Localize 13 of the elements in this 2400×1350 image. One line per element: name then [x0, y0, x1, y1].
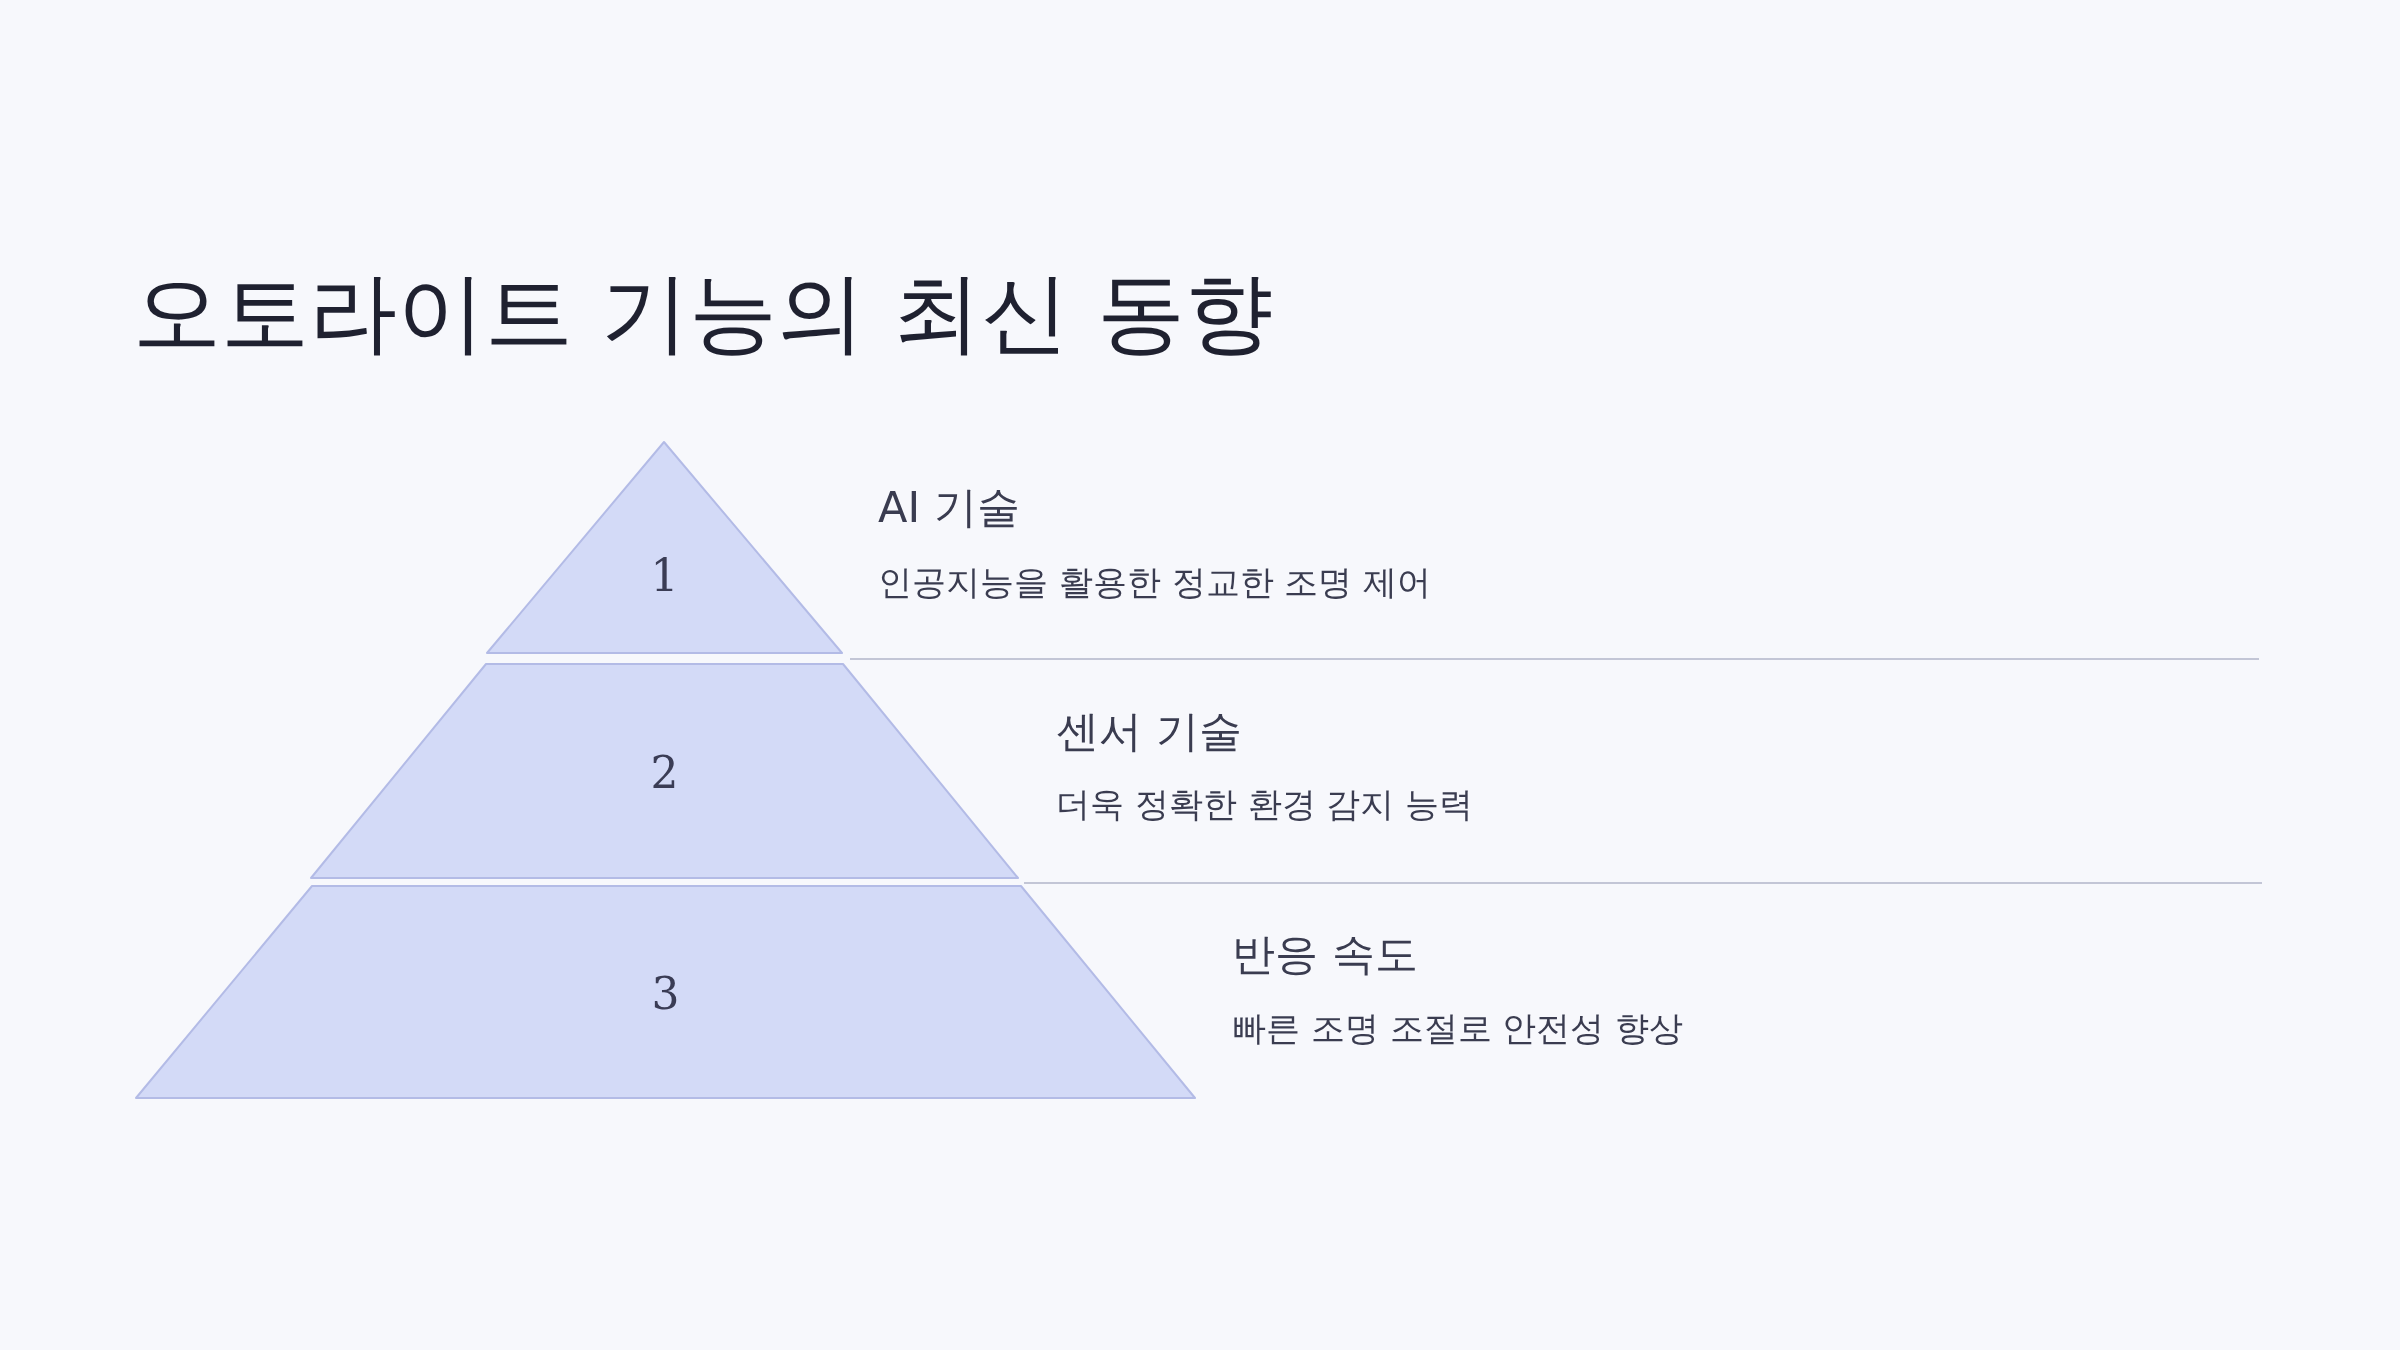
tier-heading: 센서 기술 [1056, 707, 1242, 757]
pyramid-tier [311, 663, 1018, 879]
tier-heading: 반응 속도 [1232, 930, 1418, 980]
tier-description: 빠른 조명 조절로 안전성 향상 [1232, 1009, 1684, 1049]
tier-number: 3 [651, 970, 680, 1019]
tier-description: 더욱 정확한 환경 감지 능력 [1056, 785, 1474, 825]
tier-description: 인공지능을 활용한 정교한 조명 제어 [878, 563, 1432, 603]
tier-number: 2 [650, 749, 679, 798]
slide-title: 오토라이트 기능의 최신 동향 [133, 262, 1273, 364]
pyramid-tier [487, 441, 842, 654]
tier-heading: AI 기술 [878, 483, 1020, 533]
pyramid-tier [136, 885, 1195, 1099]
tier-number: 1 [650, 552, 679, 601]
